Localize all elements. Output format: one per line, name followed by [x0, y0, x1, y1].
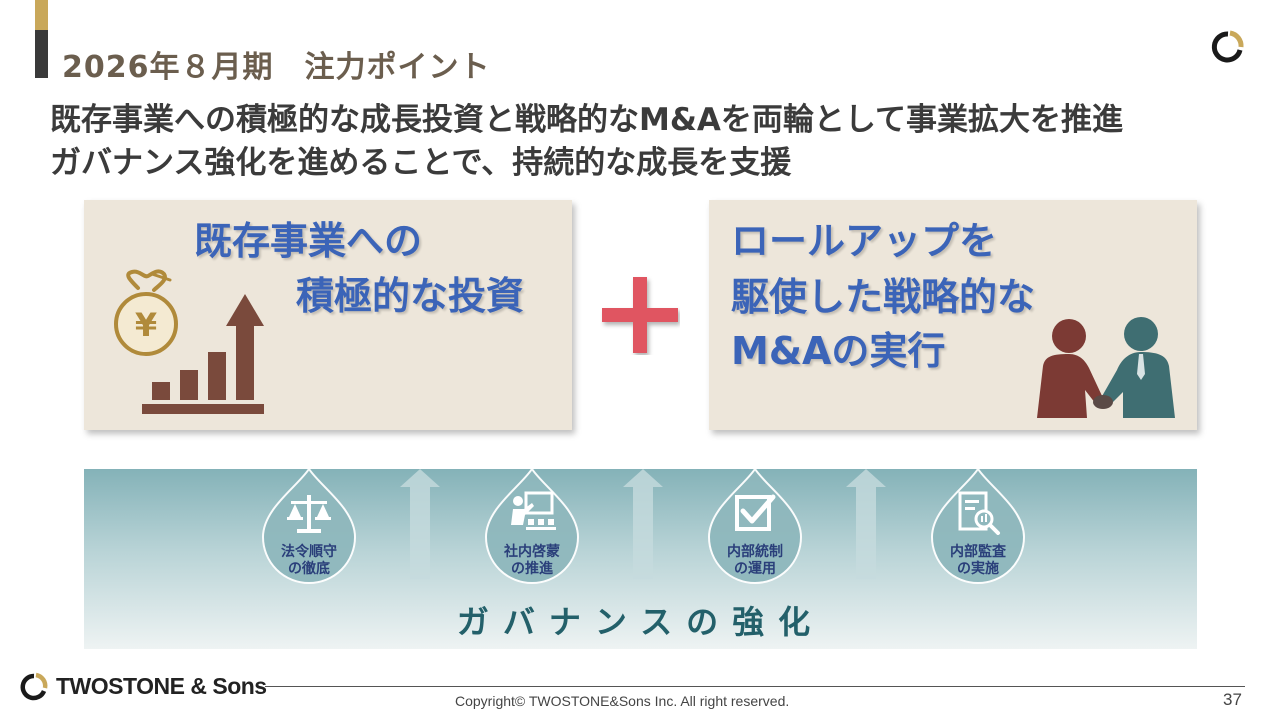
governance-item-internal-audit: 内部監査 の実施 — [930, 469, 1026, 589]
money-bag-yen-icon: ¥ — [114, 269, 178, 356]
footer-company-name: TWOSTONE & Sons — [56, 673, 267, 699]
up-arrow-icon — [400, 469, 440, 579]
up-arrow-icon — [623, 469, 663, 579]
investment-title-line-1: 既存事業への — [194, 219, 423, 263]
footer-brand-logo: TWOSTONE & Sons — [16, 670, 267, 704]
section-title: 2026年８月期 注力ポイント — [62, 50, 491, 85]
growth-bar-chart-icon — [142, 294, 264, 414]
governance-item-compliance: 法令順守 の徹底 — [261, 469, 357, 589]
governance-item-label-line-2: の徹底 — [288, 561, 330, 577]
headline-line-2: ガバナンス強化を進めることで、持続的な成長を支援 — [50, 145, 792, 181]
presenter-training-icon — [511, 491, 556, 530]
footer-divider — [265, 686, 1245, 687]
governance-item-label-line-1: 社内啓蒙 — [504, 544, 560, 560]
governance-item-label-line-2: の運用 — [734, 561, 776, 577]
investment-title-line-2: 積極的な投資 — [296, 274, 525, 318]
ma-title-line-3: M&Aの実行 — [731, 329, 946, 373]
governance-item-label-line-1: 内部監査 — [950, 544, 1006, 560]
brand-mark-icon — [20, 672, 48, 701]
ma-title-line-1: ロールアップを — [731, 219, 998, 263]
up-arrow-icon — [846, 469, 886, 579]
governance-item-label-line-2: の推進 — [511, 561, 553, 577]
brand-logo-icon — [1211, 30, 1244, 63]
accent-bar-gold — [35, 0, 48, 30]
handshake-icon — [1037, 317, 1175, 418]
document-audit-icon — [958, 491, 1000, 535]
investment-panel: 既存事業への 積極的な投資 ¥ — [84, 200, 572, 430]
governance-item-awareness: 社内啓蒙 の推進 — [484, 469, 580, 589]
governance-band: 法令順守 の徹底 社内啓蒙 の推進 内部統制 の運用 — [84, 469, 1197, 649]
governance-item-label-line-1: 法令順守 — [281, 544, 337, 560]
page-number: 37 — [1223, 690, 1242, 709]
headline-line-1: 既存事業への積極的な成長投資と戦略的なM&Aを両輪として事業拡大を推進 — [50, 102, 1123, 138]
governance-title: ガバナンスの強化 — [456, 603, 825, 641]
governance-item-internal-control: 内部統制 の運用 — [707, 469, 803, 589]
plus-icon — [602, 277, 678, 353]
copyright-text: Copyright© TWOSTONE&Sons Inc. All right … — [455, 693, 790, 709]
scales-icon — [287, 495, 331, 533]
accent-bar-dark — [35, 30, 48, 78]
governance-item-label-line-2: の実施 — [957, 561, 999, 577]
svg-text:¥: ¥ — [135, 306, 157, 344]
checkbox-icon — [735, 494, 776, 531]
governance-item-label-line-1: 内部統制 — [727, 544, 783, 560]
ma-panel: ロールアップを 駆使した戦略的な M&Aの実行 — [709, 200, 1197, 430]
ma-title-line-2: 駆使した戦略的な — [731, 275, 1036, 319]
